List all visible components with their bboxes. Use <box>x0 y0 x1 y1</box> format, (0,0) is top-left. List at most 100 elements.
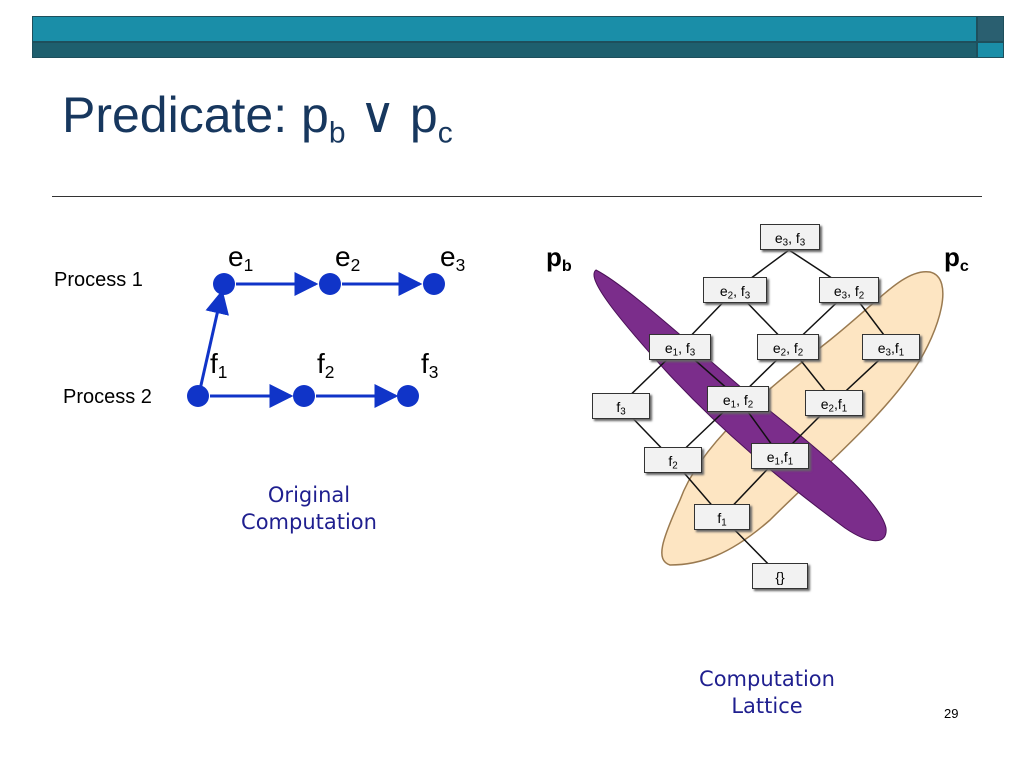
lattice-node-subscript: 1 <box>721 517 727 529</box>
process-1-label: Process 1 <box>54 269 143 291</box>
lattice-node-e3f2: e3, f2 <box>819 277 879 303</box>
predicate-pb-sub: b <box>561 256 572 275</box>
lattice-node-text: {} <box>775 569 785 585</box>
process-2-label: Process 2 <box>63 386 152 408</box>
predicate-pb-label: pb <box>546 244 572 274</box>
event-f1-sub: 1 <box>217 362 228 383</box>
lattice-node-text: , f <box>847 283 859 299</box>
event-f1-dot <box>187 385 209 407</box>
lattice-node-f3: f3 <box>592 393 650 419</box>
lattice-node-subscript: 3 <box>841 290 848 302</box>
event-e1-sub: 1 <box>243 255 254 276</box>
lattice-node-e2f1: e2,f1 <box>805 390 863 416</box>
event-f1-label: f1 <box>210 350 227 382</box>
lattice-node-subscript: 2 <box>797 347 804 359</box>
lattice-caption: Computation Lattice <box>672 666 862 720</box>
predicate-pc-base: p <box>944 242 960 272</box>
lattice-node-text: f <box>717 510 722 526</box>
event-f2-sub: 2 <box>324 362 335 383</box>
lattice-caption-line-2: Lattice <box>731 694 803 718</box>
event-f3-base: f <box>421 348 429 379</box>
page-title: Predicate: pb ∨ pc <box>62 90 453 149</box>
lattice-node-subscript: 3 <box>689 347 696 359</box>
lattice-node-subscript: 1 <box>774 456 780 468</box>
title-text: Predicate: p <box>62 87 329 143</box>
lattice-node-e1f3: e1, f3 <box>649 334 711 360</box>
predicate-pc-sub: c <box>959 256 969 275</box>
lattice-node-text: e <box>877 340 886 356</box>
lattice-node-text: e <box>719 283 728 299</box>
header-corner-subbox <box>977 42 1004 58</box>
event-f3-dot <box>397 385 419 407</box>
predicate-pc-label: pc <box>944 244 969 274</box>
lattice-node-subscript: 3 <box>885 347 891 359</box>
lattice-node-e3f3: e3, f3 <box>760 224 820 250</box>
lattice-node-subscript: 1 <box>898 347 905 359</box>
lattice-node-f2: f2 <box>644 447 702 473</box>
msg-f1-e1 <box>197 289 229 395</box>
lattice-node-text: f <box>616 399 621 415</box>
lattice-node-subscript: 3 <box>782 237 789 249</box>
original-caption-line-1: Original <box>267 483 351 507</box>
lattice-node-subscript: 2 <box>747 399 754 411</box>
header-corner-box <box>977 16 1004 42</box>
event-e1-label: e1 <box>228 243 253 275</box>
event-e1-dot <box>213 273 235 295</box>
title-divider <box>52 196 982 197</box>
event-f3-sub: 3 <box>428 362 439 383</box>
original-caption-line-2: Computation <box>241 510 377 534</box>
lattice-node-f1: f1 <box>694 504 750 530</box>
header-band <box>32 16 977 42</box>
slide-number: 29 <box>944 706 959 721</box>
lattice-node-subscript: 2 <box>727 290 734 302</box>
event-e3-base: e <box>440 241 456 272</box>
lattice-node-e2f3: e2, f3 <box>703 277 767 303</box>
lattice-node-text: e <box>774 230 783 246</box>
event-f2-label: f2 <box>317 350 334 382</box>
event-e2-sub: 2 <box>350 255 361 276</box>
lattice-node-subscript: 3 <box>744 290 751 302</box>
event-e2-label: e2 <box>335 243 360 275</box>
event-e3-sub: 3 <box>455 255 466 276</box>
title-operator: ∨ p <box>345 87 438 143</box>
lattice-node-text: e <box>766 449 775 465</box>
lattice-node-text: , f <box>678 340 690 356</box>
lattice-node-text: f <box>668 453 673 469</box>
lattice-node-subscript: 2 <box>672 460 678 472</box>
lattice-node-text: ,f <box>834 396 842 412</box>
header-subband <box>32 42 977 58</box>
lattice-node-subscript: 2 <box>828 403 834 415</box>
lattice-node-e2f2: e2, f2 <box>757 334 819 360</box>
lattice-node-subscript: 1 <box>672 347 679 359</box>
lattice-node-text: e <box>820 396 829 412</box>
lattice-node-text: e <box>664 340 673 356</box>
lattice-node-text: e <box>833 283 842 299</box>
event-e3-dot <box>423 273 445 295</box>
lattice-node-empty: {} <box>752 563 808 589</box>
title-sub-b: b <box>328 116 346 150</box>
lattice-node-text: ,f <box>891 340 899 356</box>
lattice-node-text: , f <box>733 283 745 299</box>
lattice-node-text: , f <box>788 230 800 246</box>
lattice-node-subscript: 3 <box>620 406 626 418</box>
lattice-node-subscript: 2 <box>858 290 865 302</box>
lattice-node-text: e <box>722 392 731 408</box>
lattice-node-subscript: 1 <box>730 399 737 411</box>
event-e3-label: e3 <box>440 243 465 275</box>
original-computation-caption: Original Computation <box>214 482 404 536</box>
event-e1-base: e <box>228 241 244 272</box>
lattice-node-e1f1: e1,f1 <box>751 443 809 469</box>
lattice-node-text: e <box>772 340 781 356</box>
lattice-node-subscript: 1 <box>787 456 794 468</box>
predicate-pb-base: p <box>546 242 562 272</box>
title-sub-c: c <box>437 116 453 150</box>
lattice-node-subscript: 2 <box>780 347 787 359</box>
event-f3-label: f3 <box>421 350 438 382</box>
lattice-node-subscript: 3 <box>799 237 806 249</box>
event-f2-dot <box>293 385 315 407</box>
lattice-node-subscript: 1 <box>841 403 848 415</box>
event-e2-base: e <box>335 241 351 272</box>
event-e2-dot <box>319 273 341 295</box>
lattice-node-text: ,f <box>780 449 788 465</box>
